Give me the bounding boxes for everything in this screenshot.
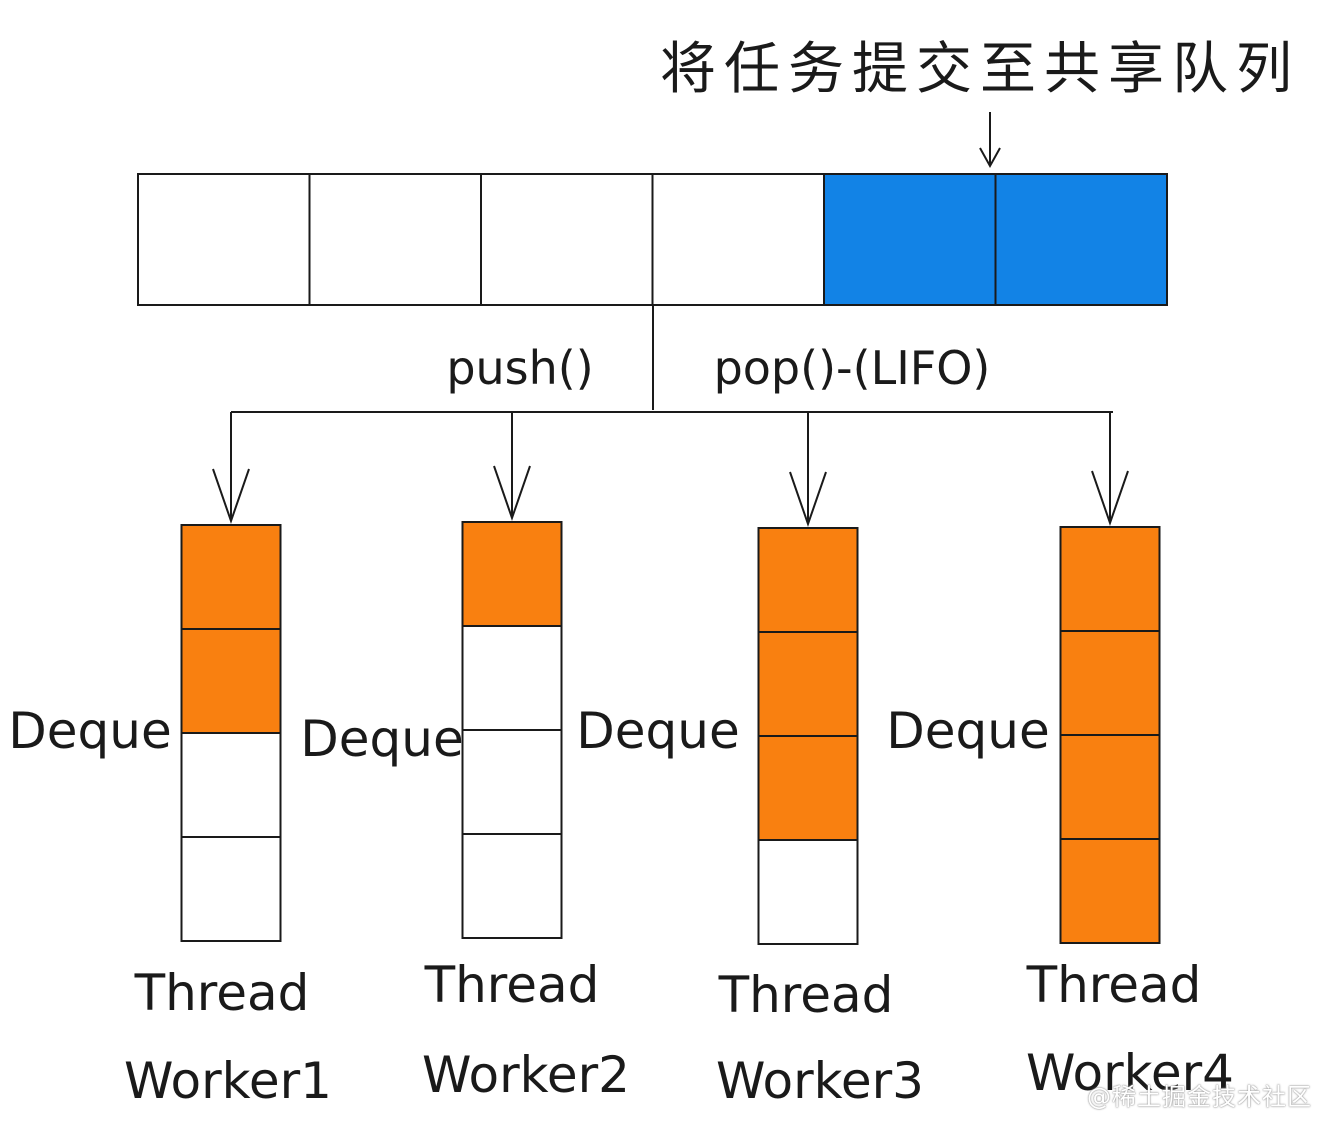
submit-arrow-head	[979, 147, 1001, 169]
thread-label: Thread	[134, 964, 310, 1022]
deque-label: Deque	[300, 710, 463, 768]
deque-slot	[461, 729, 563, 835]
queue-slot-4	[651, 173, 825, 306]
thread-label: Thread	[718, 966, 894, 1024]
worker-name-label: Worker3	[716, 1052, 924, 1110]
deque-slot	[757, 631, 859, 737]
deque-label: Deque	[8, 702, 171, 760]
deque-slot	[1059, 526, 1161, 632]
thread-label: Thread	[424, 956, 600, 1014]
deque-label: Deque	[886, 702, 1049, 760]
push-label: push()	[446, 341, 593, 395]
worker-arrow-head	[1091, 470, 1129, 527]
queue-slot-6	[994, 173, 1168, 306]
worker-name-label: Worker2	[422, 1046, 630, 1104]
diagram-title: 将任务提交至共享队列	[660, 37, 1300, 102]
deque-slot	[180, 628, 282, 734]
thread-label: Thread	[1026, 956, 1202, 1014]
queue-slot-2	[308, 173, 482, 306]
deque-slot	[757, 735, 859, 841]
pop-label: pop()-(LIFO)	[714, 341, 991, 395]
deque-slot	[180, 836, 282, 942]
watermark: @稀土掘金技术社区	[1087, 1083, 1312, 1111]
deque-slot	[1059, 734, 1161, 840]
deque-slot	[757, 839, 859, 945]
deque-slot	[1059, 838, 1161, 944]
deque-label: Deque	[576, 702, 739, 760]
worker-name-label: Worker4	[1026, 1044, 1234, 1102]
worker-name-label: Worker1	[124, 1052, 332, 1110]
deque-slot	[180, 524, 282, 630]
workers-group: DequeThreadWorker1DequeThreadWorker2Dequ…	[8, 412, 1234, 1110]
shared-queue	[137, 173, 1168, 306]
queue-slot-3	[480, 173, 654, 306]
deque-slot	[180, 732, 282, 838]
deque-slot	[1059, 630, 1161, 736]
worker-arrow-head	[493, 465, 531, 522]
deque-slot	[461, 625, 563, 731]
worker-arrow-head	[789, 471, 827, 528]
queue-slot-1	[137, 173, 311, 306]
deque-slot	[757, 527, 859, 633]
deque-slot	[461, 833, 563, 939]
worker-arrow-head	[212, 468, 250, 525]
deque-slot	[461, 521, 563, 627]
queue-slot-5	[823, 173, 997, 306]
